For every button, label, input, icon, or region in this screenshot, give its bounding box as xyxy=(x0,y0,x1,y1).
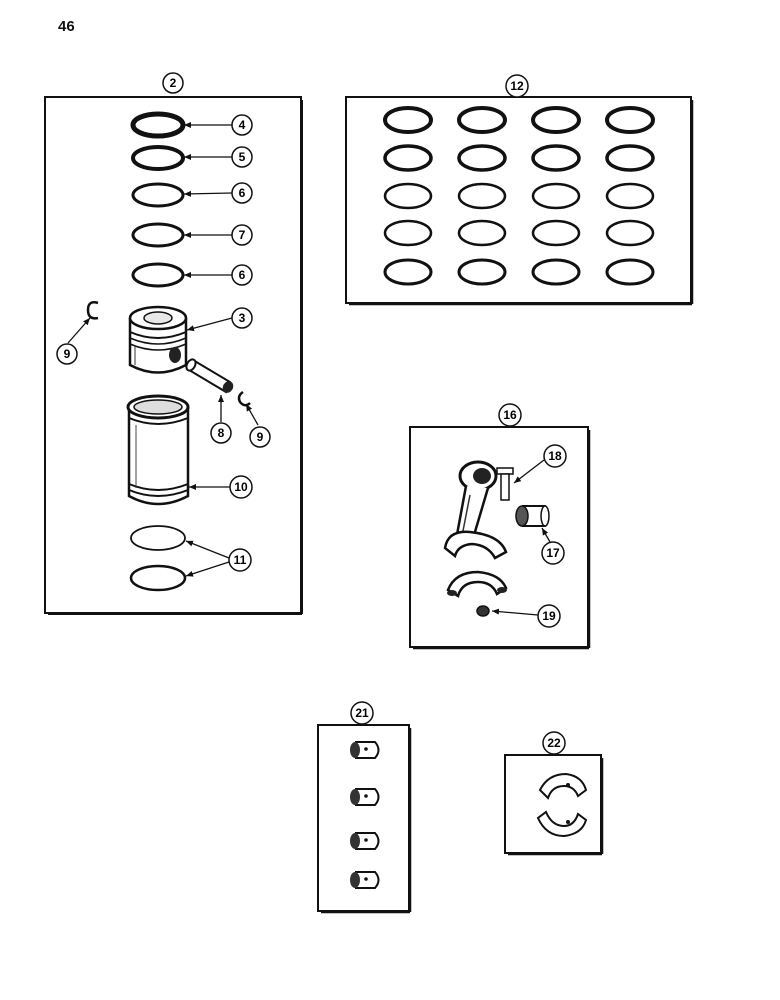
callout-10: 10 xyxy=(229,475,253,499)
svg-text:16: 16 xyxy=(503,408,517,422)
ring-set-ring xyxy=(605,258,655,286)
panel-connecting-rod xyxy=(409,426,591,650)
rod-bearing-upper xyxy=(538,772,588,800)
callout-17: 17 xyxy=(541,541,565,565)
ring-set-ring xyxy=(457,144,507,172)
svg-text:17: 17 xyxy=(546,546,560,560)
svg-text:6: 6 xyxy=(239,268,246,282)
ring-set-ring xyxy=(457,182,507,210)
ring-set-ring xyxy=(383,182,433,210)
callout-2: 2 xyxy=(162,72,184,94)
callout-4: 4 xyxy=(231,114,253,136)
leader-lines-piston-kit xyxy=(67,122,259,577)
piston-ring-second xyxy=(131,145,185,171)
snap-ring-right xyxy=(237,390,251,407)
bushing xyxy=(350,832,380,850)
page-number: 46 xyxy=(58,18,75,35)
panel-ring-sets xyxy=(345,96,694,306)
rod-bearing-lower xyxy=(536,810,588,838)
piston xyxy=(128,305,188,374)
piston-ring-expander xyxy=(131,182,185,208)
svg-text:8: 8 xyxy=(218,426,225,440)
leader-lines-connecting-rod xyxy=(491,459,551,616)
snap-ring-left xyxy=(86,301,99,320)
callout-6-upper: 6 xyxy=(231,182,253,204)
svg-text:18: 18 xyxy=(548,449,562,463)
rod-cap xyxy=(446,570,508,598)
svg-text:5: 5 xyxy=(239,150,246,164)
svg-text:10: 10 xyxy=(234,480,248,494)
bushing xyxy=(350,871,380,889)
callout-18: 18 xyxy=(543,444,567,468)
ring-set-ring xyxy=(531,182,581,210)
rod-nut xyxy=(476,605,490,617)
callout-19: 19 xyxy=(537,604,561,628)
cylinder-sleeve xyxy=(126,394,190,506)
callout-6-lower: 6 xyxy=(231,264,253,286)
callout-22: 22 xyxy=(542,731,566,755)
svg-text:3: 3 xyxy=(239,311,246,325)
piston-pin-bushing xyxy=(515,505,550,527)
ring-set-ring xyxy=(383,106,433,134)
ring-set-ring xyxy=(605,106,655,134)
ring-set-ring xyxy=(531,258,581,286)
svg-text:9: 9 xyxy=(64,347,71,361)
piston-ring-top xyxy=(130,111,186,139)
svg-text:22: 22 xyxy=(547,736,561,750)
ring-set-ring xyxy=(605,219,655,247)
ring-set-ring xyxy=(531,106,581,134)
callout-8: 8 xyxy=(210,422,232,444)
piston-pin xyxy=(185,358,234,394)
panel-piston-kit xyxy=(44,96,303,615)
svg-text:11: 11 xyxy=(234,553,247,567)
o-ring-lower xyxy=(129,564,187,592)
ring-set-ring xyxy=(531,144,581,172)
callout-9-left: 9 xyxy=(56,343,78,365)
rod-bolt xyxy=(496,467,514,501)
piston-ring-expander-2 xyxy=(131,262,185,288)
ring-set-ring xyxy=(531,219,581,247)
ring-set-ring xyxy=(383,258,433,286)
svg-text:4: 4 xyxy=(239,118,246,132)
callout-3: 3 xyxy=(231,307,253,329)
svg-text:6: 6 xyxy=(239,186,246,200)
ring-set-grid xyxy=(383,106,655,286)
bushing-set xyxy=(350,741,380,889)
svg-text:7: 7 xyxy=(239,228,246,242)
connecting-rod xyxy=(443,460,508,560)
ring-set-ring xyxy=(605,182,655,210)
svg-text:19: 19 xyxy=(542,609,556,623)
bushing xyxy=(350,788,380,806)
svg-text:9: 9 xyxy=(257,430,264,444)
panel-bushings xyxy=(317,724,412,914)
ring-set-ring xyxy=(457,106,507,134)
callout-9-right: 9 xyxy=(249,426,271,448)
bushing xyxy=(350,741,380,759)
panel-rod-bearings xyxy=(504,754,604,856)
piston-ring-oil xyxy=(131,222,185,248)
ring-set-ring xyxy=(605,144,655,172)
callout-12: 12 xyxy=(505,74,529,98)
ring-set-ring xyxy=(383,144,433,172)
svg-text:12: 12 xyxy=(510,79,524,93)
ring-set-ring xyxy=(383,219,433,247)
svg-text:21: 21 xyxy=(355,706,369,720)
callout-21: 21 xyxy=(350,701,374,725)
ring-set-ring xyxy=(457,258,507,286)
ring-set-ring xyxy=(457,219,507,247)
callout-16: 16 xyxy=(498,403,522,427)
callout-11: 11 xyxy=(228,548,252,572)
svg-text:2: 2 xyxy=(170,76,177,90)
callout-5: 5 xyxy=(231,146,253,168)
o-ring-upper xyxy=(130,525,186,551)
callout-7: 7 xyxy=(231,224,253,246)
